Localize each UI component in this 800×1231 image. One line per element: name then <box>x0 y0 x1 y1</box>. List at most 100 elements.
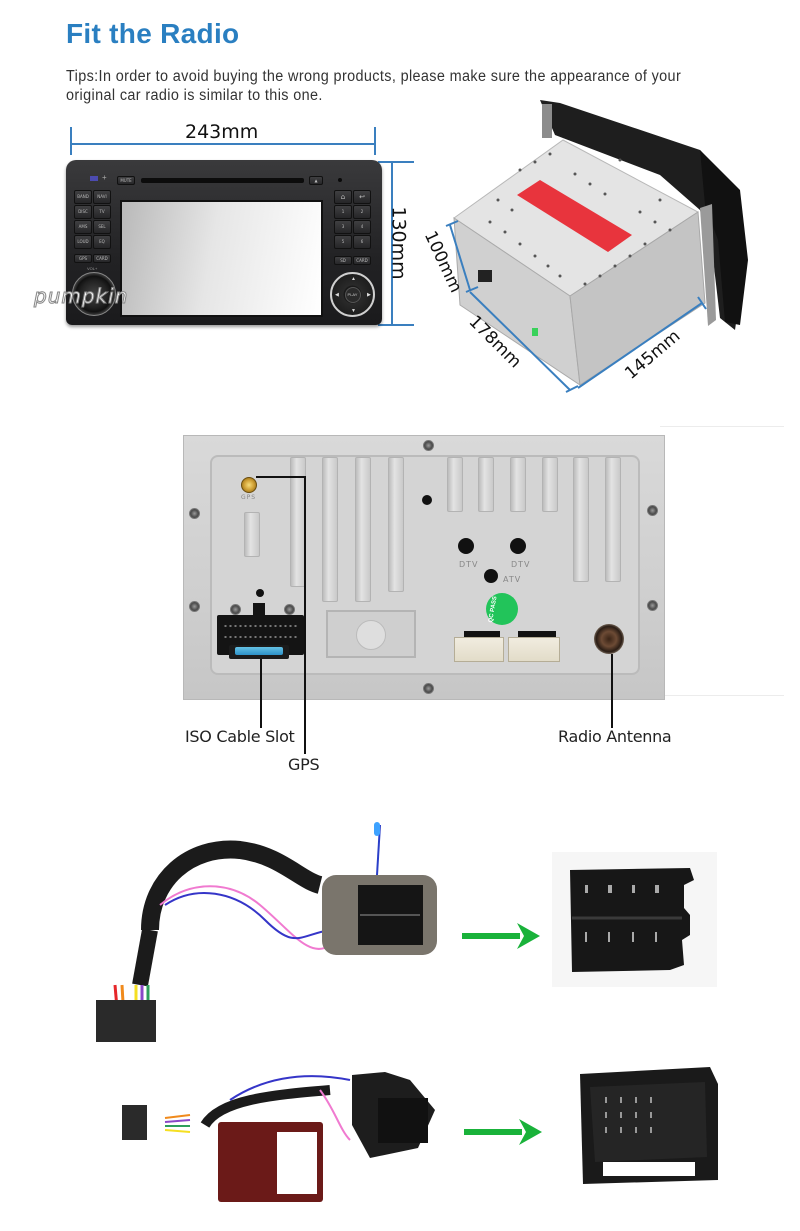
rear-green-connector <box>532 328 538 336</box>
cooling-fin <box>542 457 558 512</box>
mic-icon: + <box>102 173 107 182</box>
down-arrow-icon: ▼ <box>351 308 356 314</box>
disc-slot <box>141 178 304 183</box>
gps-port-label: GPS <box>241 494 257 501</box>
sd-button: SD <box>334 256 352 265</box>
width-label: 243mm <box>185 121 259 143</box>
cooling-fin <box>244 512 260 557</box>
navi-label: NAVI <box>97 194 107 199</box>
card-label-right: CARD <box>356 258 368 263</box>
center-plate-hole <box>356 620 386 650</box>
preset-6-label: 6 <box>360 239 364 244</box>
cooling-fin <box>510 457 526 512</box>
ams-label: AMS <box>78 224 88 229</box>
cooling-fin <box>478 457 494 512</box>
cooling-fin <box>322 457 338 602</box>
tv-label: TV <box>99 209 105 214</box>
play-label: PLAY <box>347 291 358 297</box>
height-dimension-tick-top <box>378 161 414 163</box>
cooling-fin <box>388 457 404 592</box>
volume-knob <box>72 272 116 316</box>
connector-latch <box>518 631 556 638</box>
cooling-fin <box>573 457 589 582</box>
rear-connector-block <box>478 270 492 282</box>
loud-label: LOUD <box>77 239 89 244</box>
box-side-face <box>569 211 706 386</box>
page-title: Fit the Radio <box>66 18 240 49</box>
harness-sleeve <box>200 1085 331 1128</box>
reset-indicator-icon <box>90 176 98 181</box>
pink-wire <box>319 1089 351 1141</box>
antenna-wire-tip <box>374 822 380 836</box>
gps-leader-horizontal <box>256 476 305 478</box>
screw <box>423 683 434 694</box>
white-connector-2 <box>508 637 560 662</box>
qc-pass-sticker <box>486 593 518 625</box>
screw <box>189 601 200 612</box>
cooling-fin <box>605 457 621 582</box>
perforation-pattern <box>488 152 672 286</box>
tips-text: Tips:In order to avoid buying the wrong … <box>66 68 682 104</box>
quadlock-connector-face <box>378 1098 428 1143</box>
gps-button: GPS <box>74 254 92 263</box>
eq-label: EQ <box>99 239 105 244</box>
right-arrow-icon: ▶ <box>367 292 371 298</box>
quadlock-connector-photo <box>580 1067 718 1184</box>
sel-label: SEL <box>98 224 106 229</box>
pink-wire <box>159 885 331 951</box>
height-dimension-tick-bottom <box>378 324 414 326</box>
radio-side-illustration <box>445 100 748 393</box>
screw <box>647 600 658 611</box>
left-arrow-icon: ◀ <box>335 292 339 298</box>
back-icon: ↩ <box>359 193 365 201</box>
dtv-port-2 <box>510 538 526 554</box>
gps-connector <box>241 477 257 493</box>
disc-label: DISC <box>78 209 88 214</box>
screw <box>189 508 200 519</box>
can-bus-label <box>277 1132 317 1194</box>
ir-sensor-icon <box>338 178 342 182</box>
eq-button: EQ <box>93 235 111 249</box>
vol-label: VOL+ <box>87 266 98 271</box>
play-button: PLAY <box>344 286 361 303</box>
preset-4-button: 4 <box>353 220 371 234</box>
side-dimension-lines <box>445 220 707 393</box>
blue-wire <box>229 1075 351 1101</box>
preset-2-label: 2 <box>360 209 364 214</box>
preset-1-button: 1 <box>334 205 352 219</box>
eject-icon: ▲ <box>314 178 318 183</box>
iso-harness-image <box>96 822 437 1042</box>
screw <box>230 604 241 615</box>
width-dimension-line <box>71 143 375 145</box>
iso-pins <box>223 625 299 627</box>
harness-sleeve <box>132 928 158 987</box>
radio-side-connector <box>122 1105 147 1140</box>
iso-connector-latch <box>253 603 265 616</box>
iso-latch-hole <box>256 589 264 597</box>
radio-side-connector <box>96 1000 156 1042</box>
arrow-right-icon <box>462 923 540 949</box>
antenna-leader <box>611 654 613 728</box>
preset-5-button: 5 <box>334 235 352 249</box>
iso-leader <box>260 659 262 728</box>
card-button-left: CARD <box>93 254 111 263</box>
harness-sleeve <box>141 840 323 931</box>
back-button: ↩ <box>353 190 371 204</box>
gps-label: GPS <box>288 755 320 774</box>
connector-latch <box>464 631 500 638</box>
preset-3-button: 3 <box>334 220 352 234</box>
screw <box>647 505 658 516</box>
width-dimension-tick-left <box>70 127 72 155</box>
mute-button: MUTE <box>117 176 135 185</box>
multicolor-wires <box>164 1114 191 1133</box>
screw <box>423 440 434 451</box>
radio-antenna-label: Radio Antenna <box>558 727 672 746</box>
dtv-label-2: DTV <box>511 560 531 569</box>
loud-button: LOUD <box>74 235 92 249</box>
preset-4-label: 4 <box>360 224 364 229</box>
radio-screen <box>120 200 323 317</box>
band-button: BAND <box>74 190 92 204</box>
dtv-label-1: DTV <box>459 560 479 569</box>
fuse <box>235 647 283 655</box>
card-label-left: CARD <box>96 256 108 261</box>
